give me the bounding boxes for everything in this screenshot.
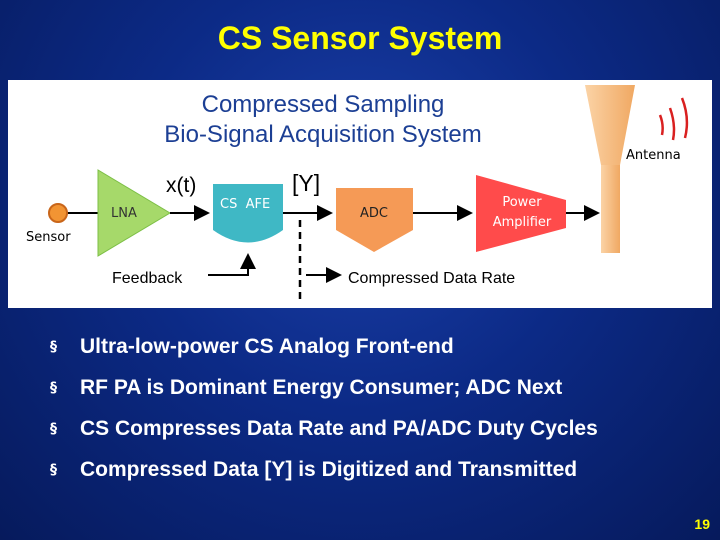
adc-label: ADC [360, 206, 388, 221]
bullet-icon: § [50, 421, 57, 437]
signal-x-label: x(t) [166, 174, 197, 197]
lna-block [97, 169, 171, 257]
slide-title: CS Sensor System [217, 20, 503, 56]
page-number: 19 [694, 516, 710, 532]
diagram-heading: Compressed Sampling Bio-Signal Acquisiti… [103, 90, 543, 150]
list-item: § Compressed Data [Y] is Digitized and T… [50, 458, 710, 499]
lna-label: LNA [111, 206, 137, 221]
pa-label-line2: Amplifier [492, 215, 552, 230]
system-diagram: Compressed Sampling Bio-Signal Acquisiti… [8, 80, 712, 308]
antenna-horn-icon [585, 85, 635, 165]
pa-label-line1: Power [502, 195, 542, 210]
power-amplifier-block [476, 175, 566, 252]
bullet-icon: § [50, 339, 57, 355]
sensor-label: Sensor [26, 230, 71, 245]
cs-afe-block [213, 184, 283, 243]
cs-afe-label: CS AFE [220, 197, 271, 212]
bullet-list: § Ultra-low-power CS Analog Front-end § … [50, 335, 710, 499]
sensor-icon [48, 203, 68, 223]
power-amplifier-label: Power Amplifier [482, 193, 562, 233]
adc-block [336, 188, 413, 252]
bullet-text: Ultra-low-power CS Analog Front-end [80, 335, 454, 358]
antenna-label: Antenna [626, 148, 681, 163]
bullet-text: CS Compresses Data Rate and PA/ADC Duty … [80, 417, 598, 440]
bullet-text: RF PA is Dominant Energy Consumer; ADC N… [80, 376, 563, 399]
list-item: § Ultra-low-power CS Analog Front-end [50, 335, 710, 376]
diagram-heading-line2: Bio-Signal Acquisition System [164, 121, 482, 148]
diagram-heading-line1: Compressed Sampling [201, 91, 445, 118]
diagram-graphics [48, 85, 689, 302]
feedback-arrow [208, 253, 256, 276]
bullet-icon: § [50, 380, 57, 396]
antenna-feed-icon [601, 165, 620, 253]
bullet-text: Compressed Data [Y] is Digitized and Tra… [80, 458, 578, 481]
list-item: § CS Compresses Data Rate and PA/ADC Dut… [50, 417, 710, 458]
signal-y-label: [Y] [292, 170, 321, 196]
list-item: § RF PA is Dominant Energy Consumer; ADC… [50, 376, 710, 417]
feedback-label: Feedback [112, 270, 183, 287]
compressed-rate-label: Compressed Data Rate [348, 270, 516, 287]
radio-waves-icon [658, 114, 664, 136]
bullet-icon: § [50, 462, 57, 478]
